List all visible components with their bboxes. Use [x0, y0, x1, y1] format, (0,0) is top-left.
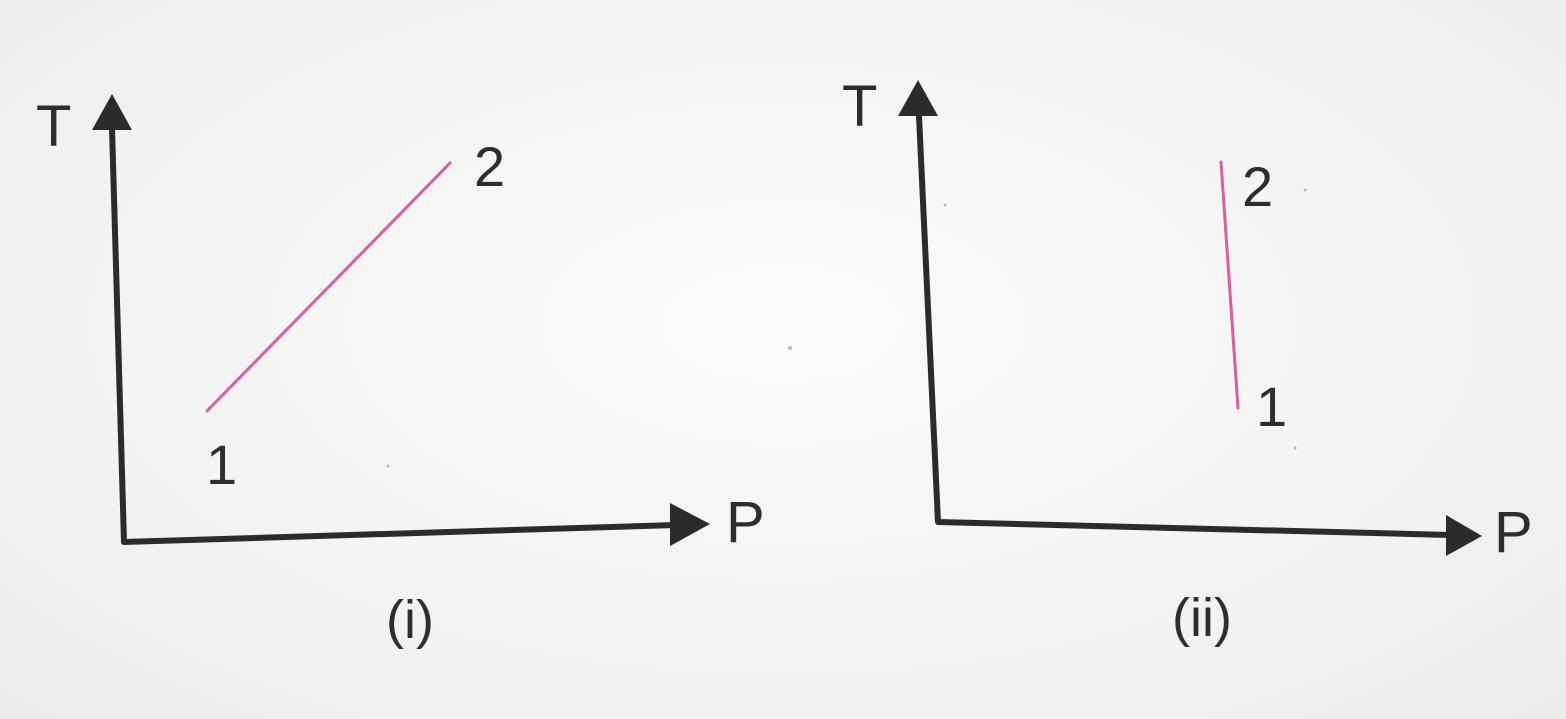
graph-ii-process-line — [1219, 160, 1240, 410]
graph-ii-t-axis-arrowhead — [898, 80, 938, 116]
speck — [1303, 188, 1307, 192]
graph-ii-state-2-label: 2 — [1242, 155, 1273, 218]
graph-i-p-axis-arrowhead — [670, 503, 710, 546]
graph-i-t-axis-arrowhead — [92, 94, 132, 130]
graph-i-caption: (i) — [386, 590, 434, 650]
graph-ii: T P 1 2 (ii) — [842, 74, 1533, 648]
graph-ii-p-axis-arrowhead — [1446, 515, 1482, 556]
graph-i-p-axis-label: P — [726, 490, 765, 555]
graph-i-process-line — [205, 161, 452, 413]
graph-i: T P 1 2 (i) — [36, 94, 765, 650]
graph-ii-p-axis-label: P — [1494, 500, 1533, 565]
speck — [1293, 446, 1297, 450]
speck — [943, 203, 947, 207]
graph-ii-state-1-label: 1 — [1256, 375, 1287, 438]
graph-i-state-1-label: 1 — [206, 433, 237, 496]
graph-i-axes — [109, 125, 679, 545]
graph-ii-t-axis-label: T — [842, 74, 877, 139]
graph-i-t-axis-label: T — [36, 94, 71, 159]
graph-i-state-2-label: 2 — [474, 135, 505, 198]
graph-ii-axes — [916, 113, 1453, 538]
graph-ii-caption: (ii) — [1172, 588, 1232, 648]
speck — [788, 346, 792, 350]
speck — [386, 464, 390, 468]
